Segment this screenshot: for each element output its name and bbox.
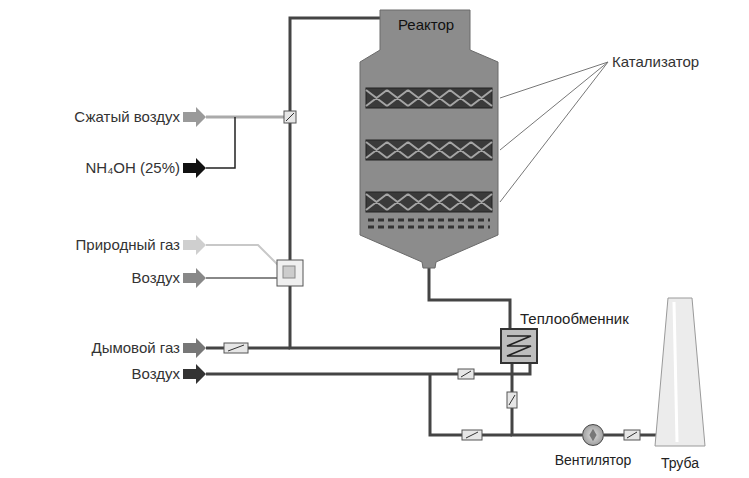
stack: Труба <box>655 298 705 446</box>
valve-symbol <box>458 369 474 379</box>
inlet-arrow <box>183 158 206 178</box>
node-label: Теплообменник <box>520 310 629 328</box>
process-pipe <box>429 268 510 328</box>
inlet-arrow <box>183 268 206 288</box>
leader-line <box>500 62 608 202</box>
reactor-vessel <box>360 10 498 268</box>
ammonia-pipe <box>206 117 235 168</box>
stream-label: Природный газ <box>76 236 180 254</box>
valve-symbol <box>284 111 296 123</box>
support-grid <box>368 226 490 229</box>
node-label: Труба <box>661 455 699 471</box>
stream-label: Воздух <box>132 269 180 287</box>
valve-symbol <box>507 392 517 408</box>
stack-outline <box>655 298 705 446</box>
support-grid <box>368 219 490 222</box>
stream-label: Дымовой газ <box>92 339 180 357</box>
inlet-arrow <box>183 107 206 127</box>
catalyst-layer <box>366 88 492 108</box>
air-pipe <box>206 277 279 279</box>
heat-exchanger: Теплообменник <box>500 328 538 364</box>
fan: Вентилятор <box>582 424 604 446</box>
catalyst-layer <box>366 192 492 212</box>
inlet-arrow <box>183 235 206 255</box>
stream-label: Сжатый воздух <box>74 108 180 126</box>
inlet-stub <box>360 17 382 20</box>
exchanger-coil <box>502 330 536 362</box>
valve-symbol <box>624 430 640 440</box>
inlet-arrow <box>183 364 206 384</box>
reactor-body <box>360 10 498 268</box>
part-label: Катализатор <box>612 53 699 71</box>
node-label: Реактор <box>398 16 454 34</box>
damper-symbol <box>224 343 248 353</box>
leader-line <box>500 62 608 150</box>
inlet-arrow <box>183 338 206 358</box>
burner-mixer <box>277 260 303 286</box>
bypass-pipe <box>430 374 512 435</box>
leader-line <box>500 62 608 98</box>
fan-symbol <box>583 425 603 445</box>
air-pipe <box>206 116 290 119</box>
catalyst-layer <box>366 140 492 160</box>
stream-label: NH₄OH (25%) <box>86 159 180 177</box>
process-pipe <box>512 364 582 435</box>
air-pipe <box>206 364 530 374</box>
valve-symbol <box>462 430 482 440</box>
gas-pipe <box>206 245 279 266</box>
node-label: Вентилятор <box>555 452 632 468</box>
stream-label: Воздух <box>132 365 180 383</box>
reactor-vessel: Реактор <box>360 10 498 268</box>
